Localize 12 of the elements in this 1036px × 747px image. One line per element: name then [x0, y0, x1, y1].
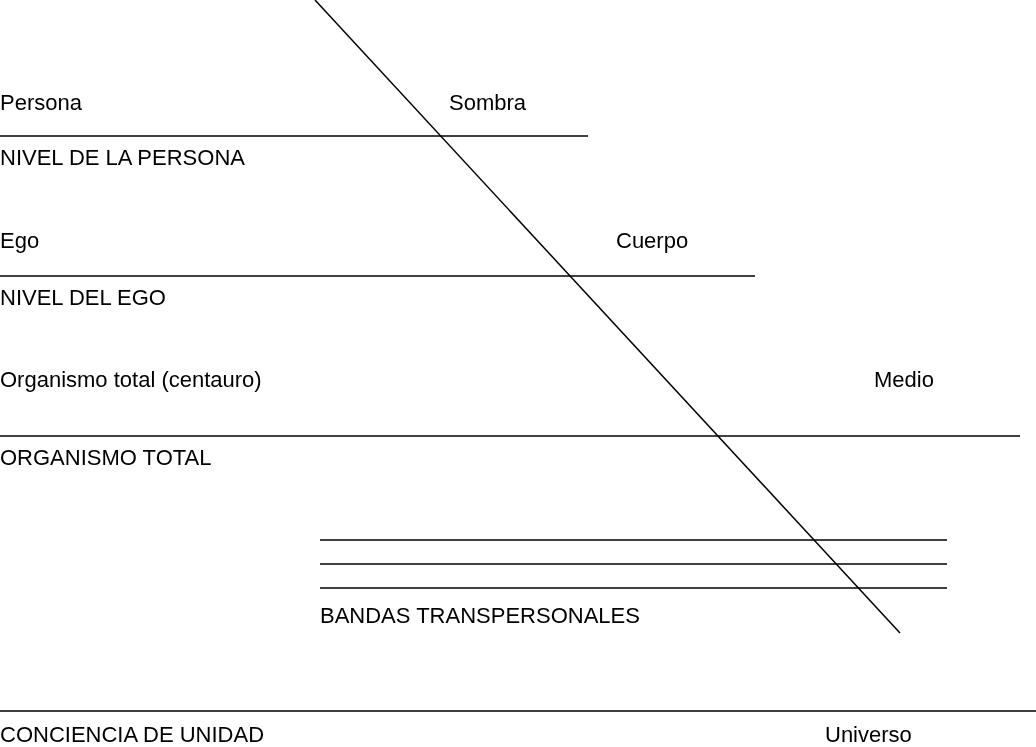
level-label: NIVEL DE LA PERSONA	[0, 145, 245, 171]
level-label: CONCIENCIA DE UNIDAD	[0, 722, 265, 747]
pole-label: Organismo total (centauro)	[0, 367, 262, 393]
level-label: NIVEL DEL EGO	[0, 285, 166, 311]
pole-label: Cuerpo	[616, 228, 689, 254]
pole-label: Ego	[0, 228, 40, 254]
pole-label: Universo	[825, 722, 912, 747]
pole-label: Medio	[874, 367, 934, 393]
level-label: ORGANISMO TOTAL	[0, 445, 212, 471]
pole-label: Sombra	[449, 90, 527, 116]
level-label: BANDAS TRANSPERSONALES	[320, 603, 640, 629]
pole-label: Persona	[0, 90, 82, 116]
